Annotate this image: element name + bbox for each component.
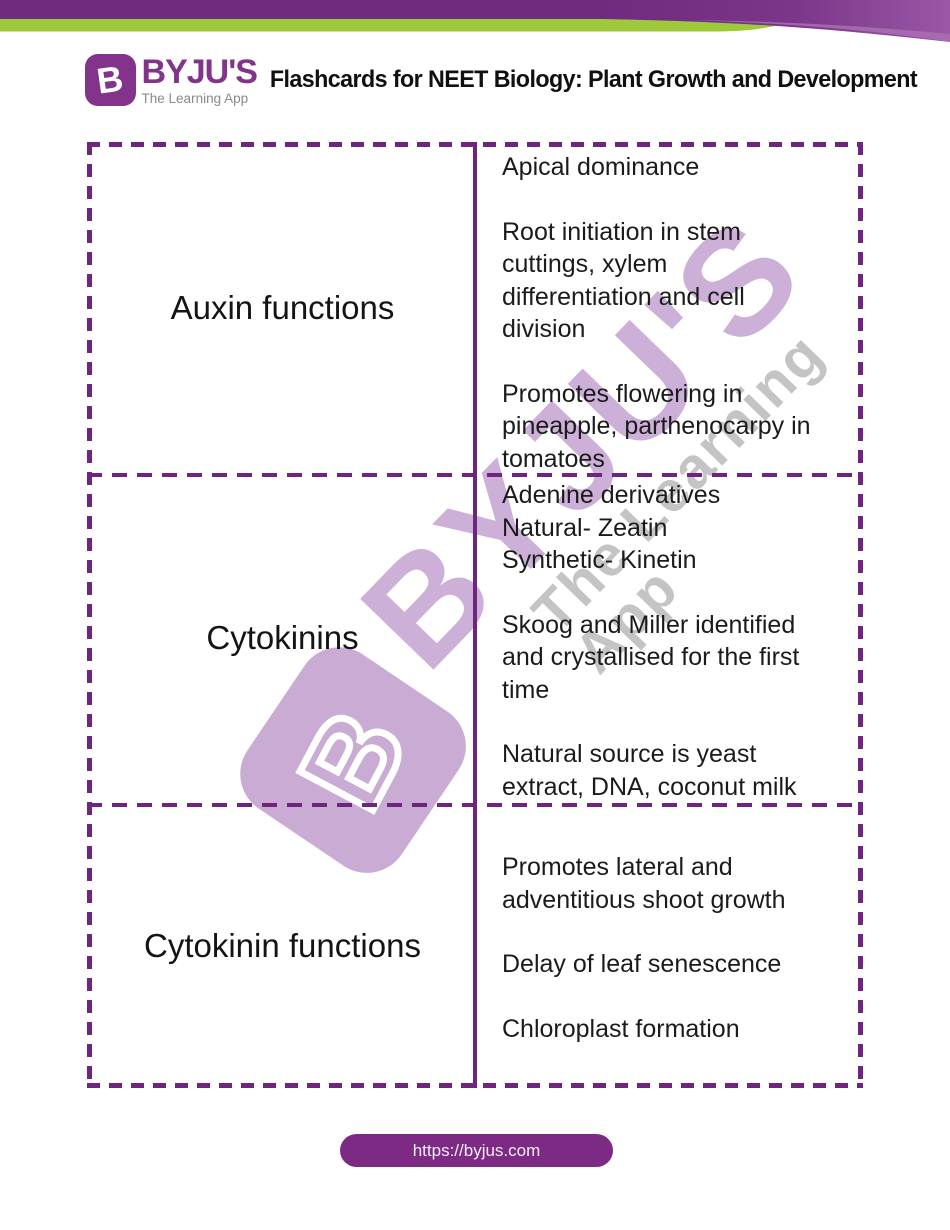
definition-paragraph: Promotes flowering in pineapple, partheno… <box>502 378 874 476</box>
logo-badge-letter: B <box>94 57 126 102</box>
definition-paragraph: Skoog and Miller identified and crystalli… <box>502 609 874 707</box>
logo-tagline: The Learning App <box>141 90 249 106</box>
logo-text: BYJU'S The Learning App <box>141 52 258 106</box>
definition-paragraph: Promotes lateral and adventitious shoot g… <box>502 851 874 916</box>
definition-line: Promotes lateral and <box>502 853 733 881</box>
banner-green-bar <box>0 19 793 32</box>
definition-line: extract, DNA, coconut milk <box>502 772 797 801</box>
definition-line: and crystallised for the first <box>502 643 800 671</box>
footer-url-link[interactable]: https://byjus.com <box>340 1134 613 1167</box>
definition-line: cuttings, xylem <box>502 250 668 278</box>
term-auxin-functions: Auxin functions <box>170 288 395 326</box>
definition-line: Skoog and Miller identified <box>502 610 796 639</box>
definition-line: pineapple, parthenocarpy in <box>502 412 811 440</box>
definition-line: differentiation and cell <box>502 282 745 311</box>
definition-line: Promotes flowering in <box>502 379 743 408</box>
definition-paragraph: Root initiation in stem cuttings, xylem di… <box>502 216 874 346</box>
header: B BYJU'S The Learning App Flashcards for… <box>85 48 930 112</box>
term-cytokinins: Cytokinins <box>206 619 359 656</box>
byjus-logo: B BYJU'S The Learning App <box>85 52 258 106</box>
definition-paragraph: Natural source is yeast extract, DNA, coc… <box>502 738 874 803</box>
table-border-left <box>87 142 92 1088</box>
definition-line: Natural- Zeatin <box>502 513 668 542</box>
banner-purple-swoosh <box>600 0 950 42</box>
definition-line: Chloroplast formation <box>502 1014 740 1043</box>
banner-swoosh-highlight <box>690 20 950 42</box>
definition-line: adventitious shoot growth <box>502 885 786 914</box>
top-banner-graphic <box>0 0 950 42</box>
definition-cytokinin-functions: Promotes lateral and adventitious shoot g… <box>502 851 874 1045</box>
definition-line: Delay of leaf senescence <box>502 950 782 978</box>
definition-line: Adenine derivatives <box>502 481 721 509</box>
column-divider <box>473 142 477 1088</box>
definition-line: time <box>502 675 550 704</box>
definition-paragraph: Apical dominance <box>502 151 874 184</box>
definition-line: Root initiation in stem <box>502 217 742 246</box>
page-title: Flashcards for NEET Biology: Plant Growt… <box>269 66 918 93</box>
definition-paragraph: Chloroplast formation <box>502 1013 874 1046</box>
table-border-right <box>858 142 863 1088</box>
definition-line: Natural source is yeast <box>502 740 757 768</box>
definition-line: division <box>502 315 586 343</box>
flashcard-table: Auxin functions Cytokinins Cytokinin fun… <box>87 142 863 1088</box>
logo-brand-name: BYJU'S <box>141 52 258 91</box>
definition-line: Apical dominance <box>502 153 700 181</box>
term-cytokinin-functions: Cytokinin functions <box>144 926 421 964</box>
definition-paragraph: Delay of leaf senescence <box>502 948 874 981</box>
byjus-logo-badge-icon: B <box>85 54 136 106</box>
definition-line: Synthetic- Kinetin <box>502 546 697 574</box>
definition-line: tomatoes <box>502 444 605 473</box>
